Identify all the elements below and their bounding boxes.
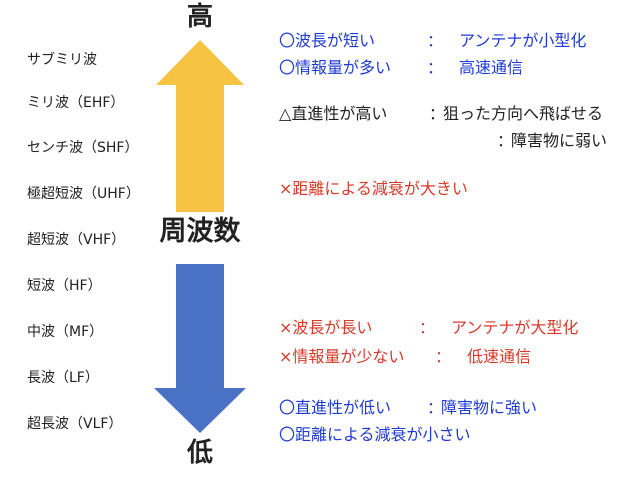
note-term: 直進性が低い bbox=[295, 398, 392, 417]
note-line: ×波長が長い ： アンテナが大型化 bbox=[279, 318, 578, 338]
note-term: 情報量が少ない bbox=[292, 347, 405, 366]
note-marker: 〇 bbox=[279, 398, 296, 417]
note-marker: × bbox=[279, 318, 293, 337]
band-label: 中波（MF） bbox=[27, 324, 104, 340]
note-effect: 障害物に弱い bbox=[511, 131, 608, 150]
note-separator: ： bbox=[497, 131, 514, 150]
band-label: 超長波（VLF） bbox=[27, 416, 123, 432]
axis-high-label: 高 bbox=[186, 2, 213, 32]
note-term: 波長が長い bbox=[292, 318, 373, 337]
note-effect: 高速通信 bbox=[459, 58, 524, 77]
band-label: センチ波（SHF） bbox=[27, 140, 139, 156]
note-separator: ： bbox=[427, 31, 444, 50]
note-text: 距離による減衰が大きい bbox=[292, 179, 468, 198]
note-marker: △ bbox=[279, 104, 292, 123]
note-effect: アンテナが小型化 bbox=[459, 31, 587, 50]
note-separator: ： bbox=[435, 347, 452, 366]
note-term: 直進性が高い bbox=[291, 104, 388, 123]
note-line: 〇波長が短い ： アンテナが小型化 bbox=[279, 31, 586, 51]
note-separator: ： bbox=[427, 58, 444, 77]
note-line: ×情報量が少ない ： 低速通信 bbox=[279, 347, 531, 367]
axis-title: 周波数 bbox=[159, 216, 241, 247]
note-marker: 〇 bbox=[279, 425, 296, 444]
note-marker: × bbox=[279, 347, 293, 366]
up-arrow-icon bbox=[156, 40, 244, 212]
note-marker: 〇 bbox=[279, 58, 296, 77]
note-effect: 低速通信 bbox=[467, 347, 532, 366]
band-label: 短波（HF） bbox=[27, 278, 102, 294]
band-label: 超短波（VHF） bbox=[27, 232, 126, 248]
note-effect: アンテナが大型化 bbox=[451, 318, 579, 337]
band-label: 極超短波（UHF） bbox=[27, 186, 140, 202]
note-line: 〇情報量が多い ： 高速通信 bbox=[279, 58, 523, 78]
note-marker: 〇 bbox=[279, 31, 296, 50]
note-line: △直進性が高い ： 狙った方向へ飛ばせる bbox=[279, 104, 603, 124]
note-separator: ： bbox=[419, 318, 436, 337]
note-line: 〇直進性が低い ： 障害物に強い bbox=[279, 398, 537, 418]
note-marker: × bbox=[279, 179, 293, 198]
band-label: ミリ波（EHF） bbox=[27, 95, 125, 111]
note-term: 情報量が多い bbox=[295, 58, 392, 77]
axis-low-label: 低 bbox=[186, 438, 213, 468]
note-text: 距離による減衰が小さい bbox=[295, 425, 471, 444]
note-separator: ： bbox=[429, 104, 446, 123]
note-separator: ： bbox=[427, 398, 444, 417]
band-label: 長波（LF） bbox=[27, 370, 99, 386]
note-line: ×距離による減衰が大きい bbox=[279, 179, 468, 199]
down-arrow-icon bbox=[154, 264, 246, 433]
note-term: 波長が短い bbox=[295, 31, 376, 50]
note-line: 〇距離による減衰が小さい bbox=[279, 425, 471, 445]
note-effect: 障害物に強い bbox=[441, 398, 538, 417]
band-label: サブミリ波 bbox=[27, 52, 97, 68]
note-effect: 狙った方向へ飛ばせる bbox=[443, 104, 604, 123]
